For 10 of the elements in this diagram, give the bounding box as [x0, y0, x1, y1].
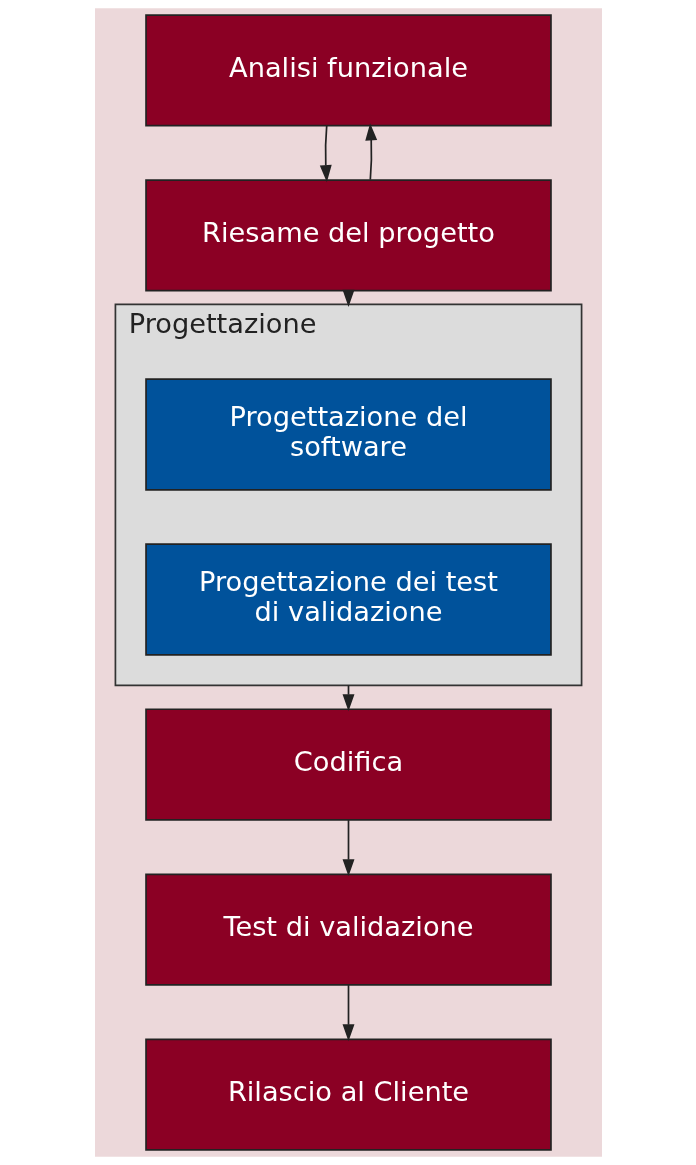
arrow	[342, 984, 354, 1042]
node-box: Codifica	[144, 708, 552, 821]
node-box: Progettazione dei test di validazione	[144, 543, 552, 656]
node-box: Rilascio al Cliente	[144, 1038, 552, 1151]
arrow	[342, 819, 354, 877]
node-box: Analisi funzionale	[144, 14, 552, 127]
arrow	[364, 123, 377, 181]
arrow	[319, 125, 332, 183]
node-box: Test di validazione	[144, 873, 552, 986]
node-box: Progettazione del software	[144, 378, 552, 491]
